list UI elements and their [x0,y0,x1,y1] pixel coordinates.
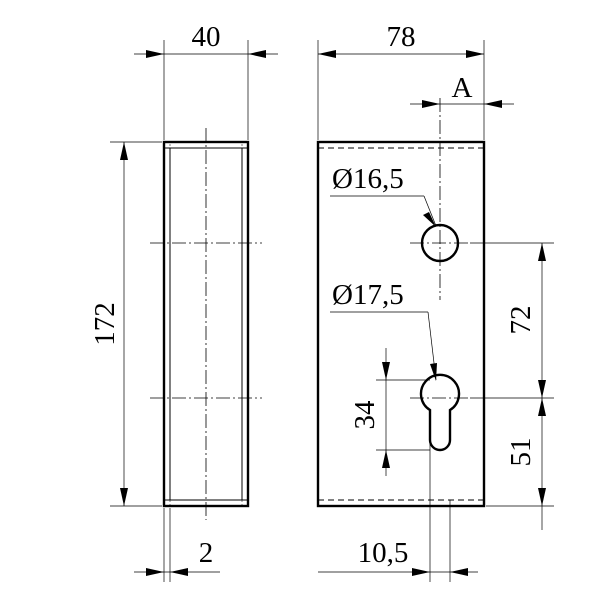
leader-hole-bottom-label: Ø17,5 [332,279,404,311]
dim-width-right-label: 78 [387,21,416,53]
dim-slot-width: 10,5 [318,440,478,582]
dim-offset-a: A [410,72,514,108]
dim-width-left: 40 [134,21,278,140]
dim-bottom-offset: 51 [486,398,554,530]
front-view-keyhole [419,373,461,452]
side-view [150,128,262,520]
dim-height-total-label: 172 [89,302,121,346]
dim-offset-a-label: A [452,72,473,104]
leader-hole-bottom: Ø17,5 [330,279,437,381]
dim-keyhole-height-label: 34 [349,400,381,430]
dim-slot-width-label: 10,5 [358,537,409,569]
dim-bottom-offset-label: 51 [505,438,537,467]
leader-hole-top: Ø16,5 [330,163,437,227]
dim-wall-thickness: 2 [134,508,220,582]
dim-width-right: 78 [317,21,485,140]
dim-height-total: 172 [89,141,162,507]
dim-keyhole-height: 34 [349,348,430,476]
dim-wall-thickness-label: 2 [199,537,214,569]
front-view-outline [316,140,486,508]
front-view [316,98,486,508]
dim-hole-spacing: 72 [470,242,554,399]
dim-hole-spacing-label: 72 [505,306,537,335]
dim-width-left-label: 40 [192,21,221,53]
leader-hole-top-label: Ø16,5 [332,163,404,195]
